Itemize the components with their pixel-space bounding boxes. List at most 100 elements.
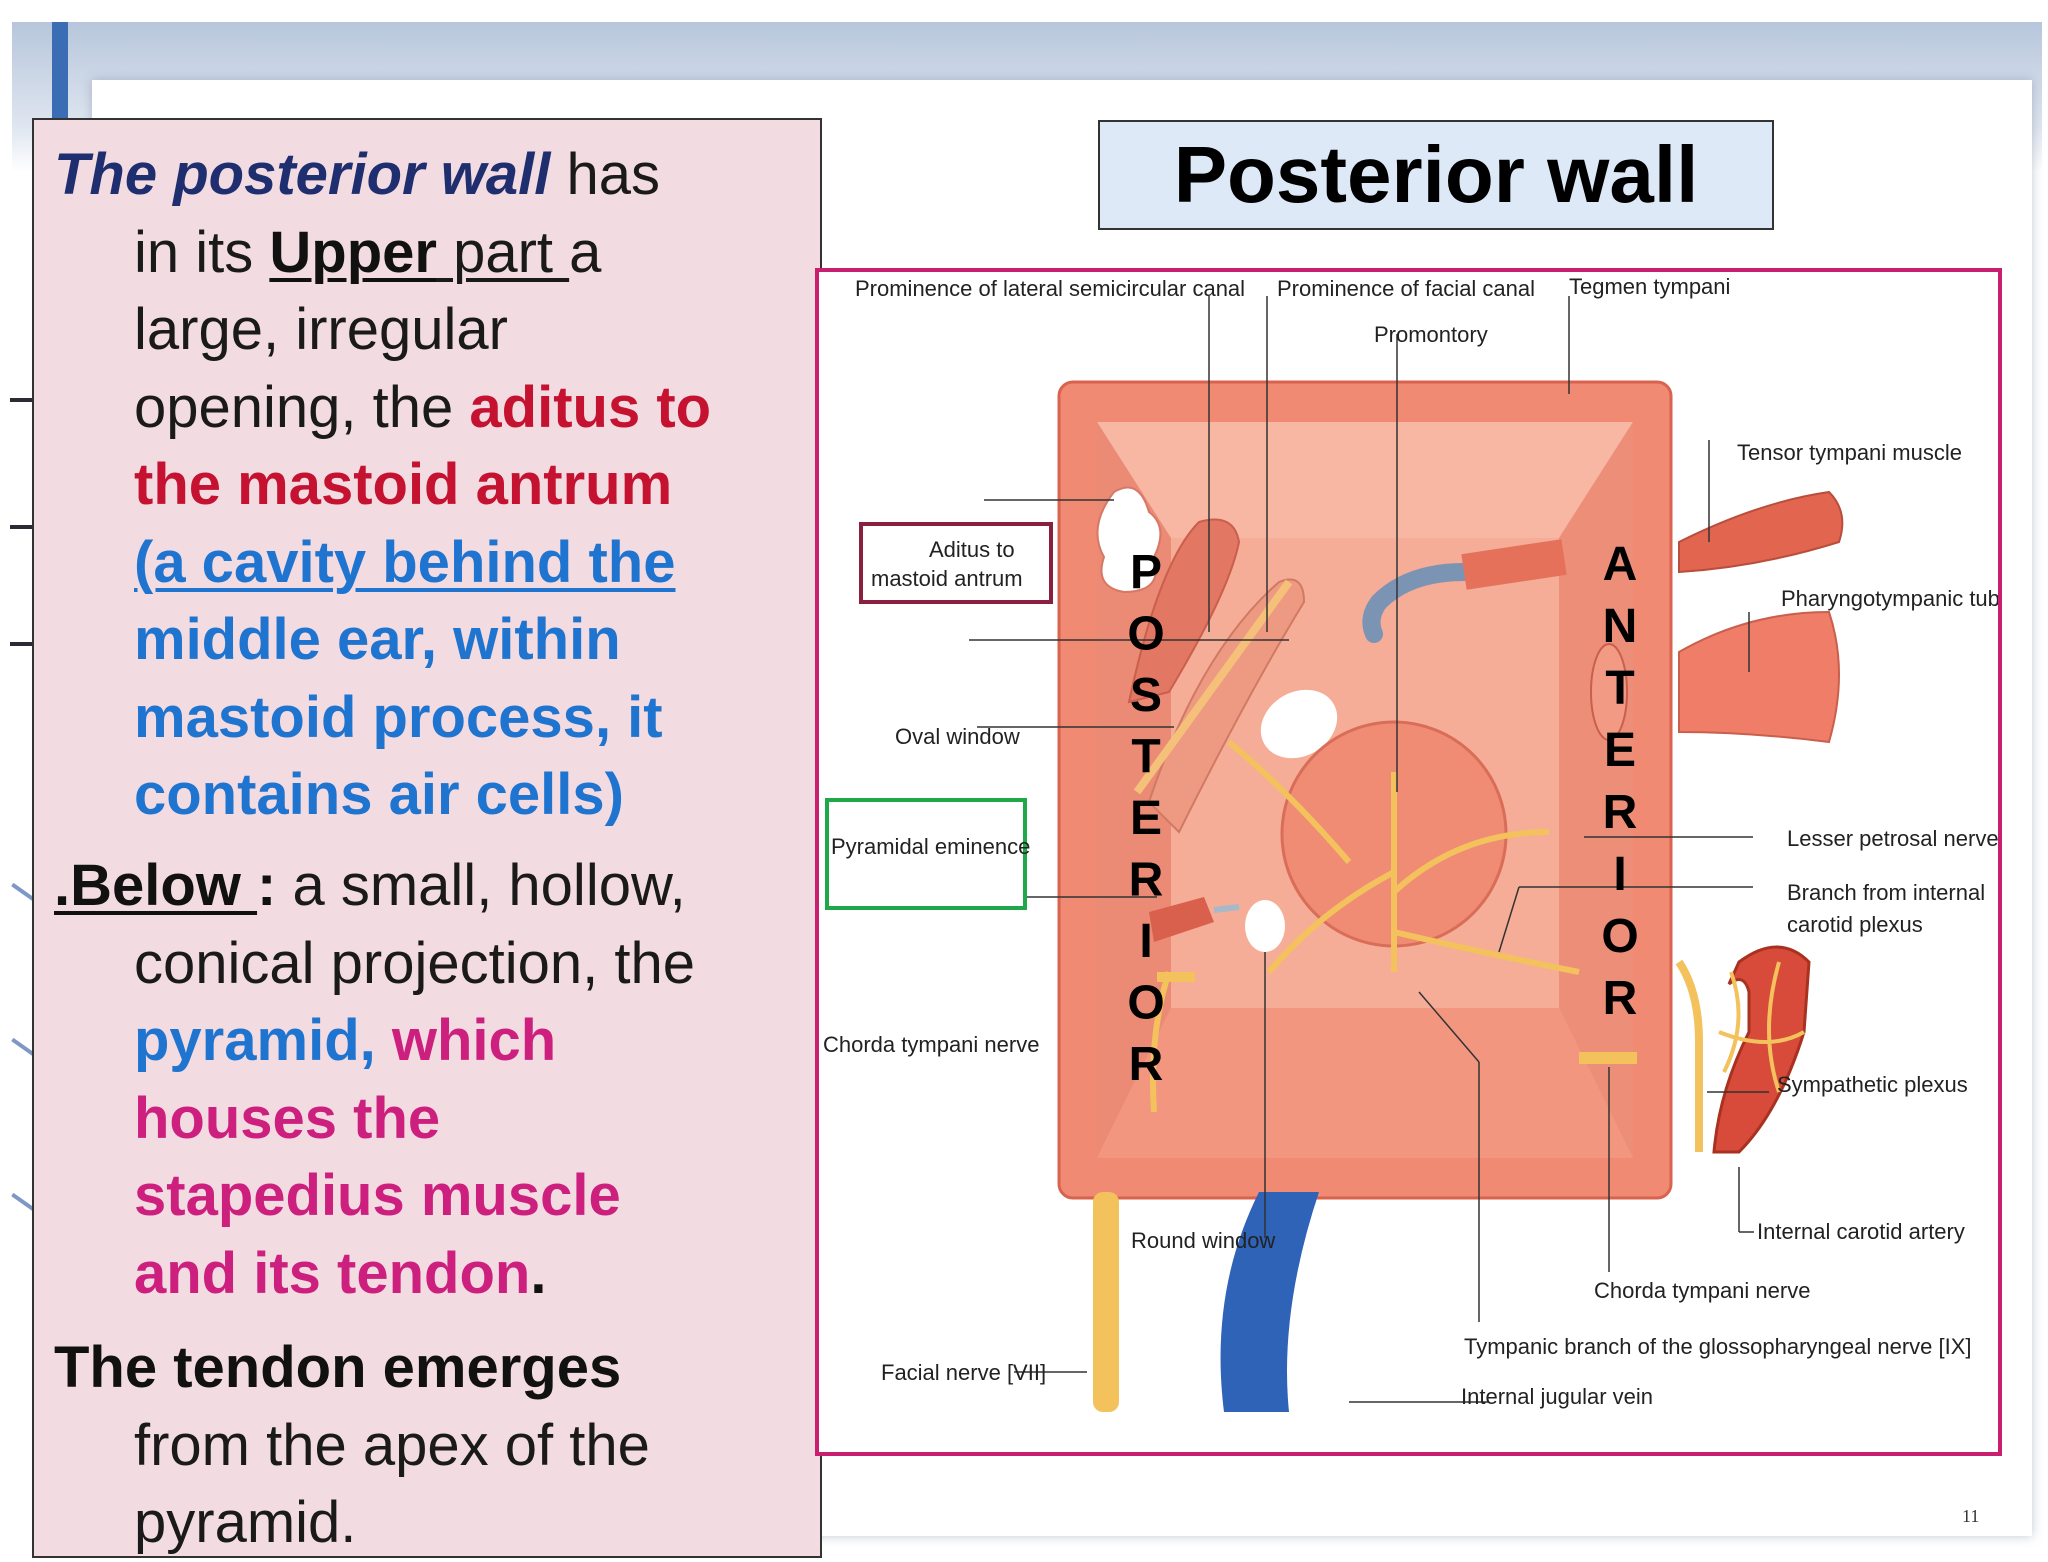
text-below-rest-2: conical projection, the: [134, 930, 695, 996]
label-lateral-canal: Prominence of lateral semicircular canal: [855, 276, 1245, 301]
label-branch-2: carotid plexus: [1787, 912, 1923, 937]
text-cavity-1: (a cavity behind the: [134, 529, 676, 595]
anterior-letter: I: [1613, 848, 1626, 901]
text-tendon-emerges: The tendon emerges: [54, 1335, 622, 1400]
internal-jugular-vein: [1220, 1192, 1319, 1412]
anterior-letter: A: [1603, 538, 1638, 591]
label-tympanic-branch: Tympanic branch of the glossopharyngeal …: [1464, 1334, 1972, 1359]
text-has: has: [550, 142, 660, 207]
line-tendon: and its tendon.: [54, 1235, 814, 1313]
text-cavity-2: middle ear, within: [134, 607, 621, 672]
chorda-tympani-stub: [1157, 972, 1195, 982]
margin-tick: [10, 398, 34, 402]
tympanic-plexus: [1227, 739, 1580, 975]
page-number: 11: [1962, 1506, 1980, 1526]
text-in-its: in its: [134, 219, 270, 285]
anterior-letter: E: [1604, 724, 1636, 777]
text-pyramid: pyramid,: [134, 1008, 376, 1073]
posterior-letter: R: [1129, 1038, 1164, 1091]
tensor-tympani-canal: [1461, 539, 1567, 590]
text-upper: Upper: [269, 219, 437, 285]
aditus-opening: [1096, 486, 1162, 594]
label-aditus-1: Aditus to: [929, 537, 1015, 562]
label-facial-canal: Prominence of facial canal: [1277, 276, 1535, 301]
posterior-letter: T: [1131, 731, 1160, 784]
anterior-letter: O: [1601, 910, 1638, 963]
sympathetic-plexus: [1718, 961, 1805, 1093]
internal-carotid-artery: [1712, 945, 1811, 1154]
tensor-tympani-tendon: [1362, 563, 1473, 643]
line-upper: in its Upper part a: [54, 214, 814, 292]
label-branch-1: Branch from internal: [1787, 880, 1985, 905]
tensor-tympani-muscle: [1678, 490, 1844, 574]
label-tegmen: Tegmen tympani: [1569, 274, 1730, 299]
label-jugular: Internal jugular vein: [1461, 1384, 1653, 1409]
line-cavity-1: (a cavity behind the: [54, 524, 814, 602]
label-oval-window: Oval window: [895, 724, 1020, 749]
posterior-letter: O: [1127, 977, 1164, 1030]
text-dot: .: [530, 1240, 547, 1306]
label-sympathetic: Sympathetic plexus: [1777, 1072, 1968, 1097]
text-below-rest-1: a small, hollow,: [276, 853, 686, 918]
anterior-letter: T: [1605, 662, 1634, 715]
label-carotid: Internal carotid artery: [1757, 1219, 1965, 1244]
pyramidal-label-box: [825, 798, 1027, 910]
text-below: .Below: [54, 853, 258, 918]
label-pharyngotympanic: Pharyngotympanic tube: [1781, 586, 1998, 611]
slide-title: Posterior wall: [1098, 120, 1774, 230]
posterior-letter: O: [1127, 608, 1164, 661]
anterior-letter: N: [1603, 600, 1638, 653]
text-pyramid-end: pyramid.: [134, 1490, 357, 1555]
tube-opening: [1590, 643, 1628, 741]
paragraph-tendon: The tendon emerges from the apex of the …: [54, 1329, 814, 1562]
label-pyramidal: Pyramidal eminence: [831, 834, 1030, 859]
label-promontory: Promontory: [1374, 322, 1488, 347]
cavity-roof: [1097, 422, 1633, 538]
diagram-frame: Prominence of lateral semicircular canal…: [815, 268, 2002, 1456]
text-posterior-wall: The posterior wall: [54, 142, 551, 207]
line-pyramid: pyramid, which: [54, 1002, 814, 1080]
leader-lines: [969, 296, 1769, 1403]
cavity-floor: [1097, 1008, 1633, 1158]
label-chorda-left: Chorda tympani nerve: [823, 1032, 1039, 1057]
facial-canal-nerve-highlight: [1133, 579, 1293, 795]
posterior-wall-diagram: Prominence of lateral semicircular canal…: [823, 274, 1998, 1412]
oval-window: [1260, 689, 1338, 759]
label-aditus-2: mastoid antrum: [871, 566, 1023, 591]
text-a: a: [569, 219, 602, 285]
text-which: which: [375, 1008, 557, 1073]
text-stapedius: stapedius muscle: [134, 1163, 621, 1228]
posterior-letter: E: [1130, 792, 1162, 845]
text-cavity-3: mastoid process, it: [134, 684, 663, 750]
text-part: part: [436, 219, 570, 285]
paragraph-upper-part: The posterior wall has in its Upper part…: [54, 136, 814, 834]
round-window: [1245, 900, 1285, 952]
text-large: large, irregular: [134, 297, 508, 362]
anterior-letter: R: [1603, 786, 1638, 839]
text-from-apex: from the apex of the: [134, 1412, 650, 1478]
posterior-letter: S: [1130, 669, 1162, 722]
aditus-label-box: [859, 522, 1053, 604]
carotid-nerve-branch: [1675, 959, 1703, 1152]
pharyngotympanic-tube: [1678, 610, 1840, 744]
text-opening: opening, the: [134, 374, 470, 440]
pyramidal-eminence: [1149, 897, 1214, 942]
cavity-posterior-side: [1097, 422, 1171, 1158]
label-tensor: Tensor tympani muscle: [1737, 440, 1962, 465]
text-cavity-4: contains air cells): [134, 762, 624, 827]
margin-tick: [10, 525, 34, 529]
facial-nerve: [1093, 1192, 1119, 1412]
label-lesser-petrosal: Lesser petrosal nerve: [1787, 826, 1998, 851]
paragraph-below: .Below : a small, hollow, conical projec…: [54, 847, 814, 1312]
chorda-tympani-left: [1150, 971, 1172, 1113]
label-chorda-right: Chorda tympani nerve: [1594, 1278, 1810, 1303]
text-aditus-2: the mastoid antrum: [134, 452, 673, 517]
anterior-letter: R: [1603, 972, 1638, 1025]
margin-tick: [10, 642, 34, 646]
line-opening: opening, the aditus to: [54, 369, 814, 447]
posterior-letter: R: [1129, 854, 1164, 907]
prominence-facial-canal: [1147, 578, 1306, 834]
text-colon: :: [257, 853, 277, 918]
